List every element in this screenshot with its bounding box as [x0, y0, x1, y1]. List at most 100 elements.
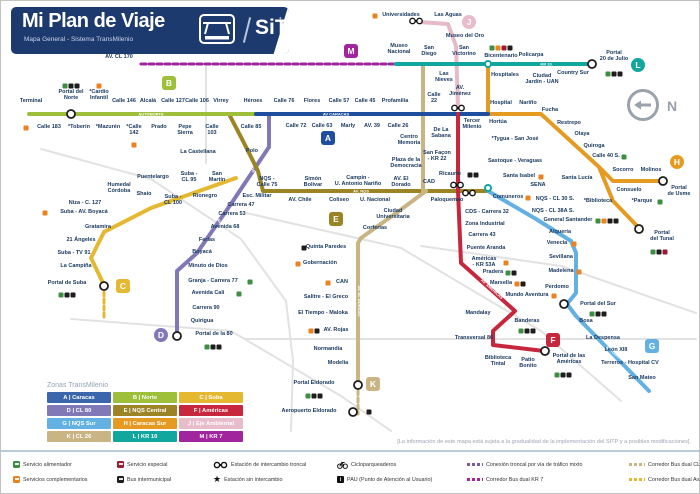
compass-label: N — [667, 98, 678, 114]
portal-station-marker — [172, 331, 182, 341]
station-label: Nariño — [519, 100, 537, 107]
dashed-corridor-icon — [629, 478, 645, 481]
zone-badge-K: K — [366, 377, 380, 391]
station-label: Calle 146 — [112, 98, 136, 105]
bike-icon — [337, 460, 348, 469]
portal-station-marker — [587, 59, 597, 69]
service-icon — [505, 270, 511, 276]
legend-item: Cicloparqueaderos — [337, 457, 463, 472]
station-service-icons — [295, 261, 301, 267]
station-label: Virrey — [213, 98, 229, 105]
legend-item-label: Corredor Bus dual CL 26 — [648, 461, 700, 468]
zone-badge-J: J — [462, 15, 476, 29]
station-label: Zona Industrial — [465, 221, 505, 228]
line-D — [175, 112, 271, 337]
station-label: Suba -CL 100 — [164, 194, 182, 206]
station-label: Pradera — [482, 269, 504, 276]
station-label: San Façon- KR 22 — [423, 150, 451, 162]
line-K — [356, 189, 428, 389]
service-icon — [518, 328, 524, 334]
station-service-icons — [605, 71, 623, 77]
legend-item: Servicio especial — [117, 457, 209, 472]
legend-item: ★Estación sin intercambio — [213, 472, 333, 487]
station-label: Normandía — [313, 346, 343, 353]
service-icon — [305, 393, 311, 399]
interchange-icon — [462, 189, 469, 197]
station-label: Gobernación — [303, 260, 337, 267]
station-label: Polo — [246, 148, 258, 155]
station-label: Terreros - Hospital CV — [601, 360, 659, 367]
station-service-icons — [514, 281, 526, 287]
service-icon — [311, 393, 317, 399]
page-title: Mi Plan de Viaje — [22, 10, 165, 32]
station-service-icons — [505, 270, 517, 276]
legend-separator — [1, 450, 699, 452]
zone-badge-G: G — [645, 339, 659, 353]
station-label: Fucha — [541, 107, 559, 114]
interchange-icon — [213, 461, 228, 468]
service-icon — [467, 172, 473, 178]
zone-cell: H | Caracas Sur — [113, 418, 177, 429]
station-label: Calle 183 — [37, 124, 61, 131]
service-icon — [131, 142, 137, 148]
service-icon — [538, 174, 544, 180]
service-icon — [68, 83, 74, 89]
station-label: Calle 76 — [273, 98, 295, 105]
station-label: Coliseo — [329, 197, 349, 204]
service-icon — [204, 344, 210, 350]
station-label: Santa Isabel — [502, 173, 536, 180]
legend-item-label: Cicloparqueaderos — [351, 461, 397, 468]
interchange-icon — [416, 17, 423, 25]
service-icon — [74, 83, 80, 89]
zone-cell: M | KR 7 — [179, 431, 243, 442]
interchange-icon — [450, 181, 457, 189]
background-road — [420, 245, 697, 314]
zones-legend-title: Zonas TransMilenio — [47, 382, 109, 389]
service-icon — [511, 270, 517, 276]
legend-item-label: PAU (Punto de Atención al Usuario) — [347, 476, 433, 483]
station-label: Molinos — [640, 167, 662, 174]
station-label: Bicentenario — [484, 53, 518, 60]
portal-station-marker — [634, 224, 644, 234]
service-icon — [650, 249, 656, 255]
legend-item-label: Conexión troncal por vía de tráfico mixt… — [486, 461, 583, 468]
line-H-tunal — [597, 165, 641, 230]
station-label: AV. 39 — [364, 123, 380, 130]
station-label: Ferias — [198, 237, 216, 244]
station-label: León XIII — [604, 347, 628, 354]
service-icon — [503, 260, 509, 266]
service-icon — [605, 71, 611, 77]
station-label: General Santander — [543, 217, 593, 224]
station-service-icons — [518, 328, 536, 334]
service-icon — [595, 218, 601, 224]
station-label: Hortúa — [489, 119, 507, 126]
zone-badge-M: M — [344, 44, 358, 58]
service-icon — [210, 344, 216, 350]
background-road — [245, 212, 622, 402]
station-label: *Tygua - San José — [491, 136, 539, 143]
service-icon — [611, 71, 617, 77]
road-name-label: AV. SUBA — [131, 198, 150, 208]
station-service-icons — [467, 172, 479, 178]
dashed-corridor-icon — [467, 478, 483, 481]
transmilenio-logo-icon — [199, 14, 235, 44]
zone-badge-L: L — [631, 58, 645, 72]
station-service-icons — [589, 311, 607, 317]
station-label: Avenida 68 — [210, 224, 240, 231]
station-label: Madelena — [548, 268, 574, 275]
station-service-icons — [62, 83, 80, 89]
service-icon — [301, 245, 307, 251]
station-label: Suba -CL 95 — [180, 171, 198, 183]
road-name-label: AV. EL DORADO — [357, 285, 362, 316]
service-icon — [314, 328, 320, 334]
station-label: Banderas — [514, 318, 540, 325]
